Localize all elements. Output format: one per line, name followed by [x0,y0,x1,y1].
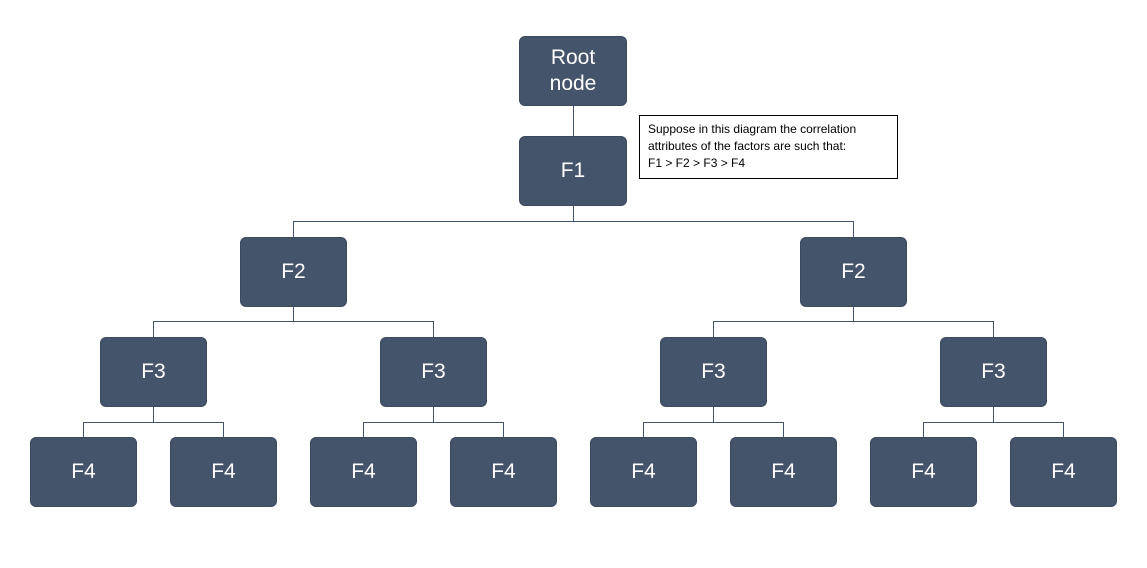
node-f3-1: F3 [100,337,207,407]
note-line-2: attributes of the factors are such that: [648,139,847,153]
node-f4-label: F4 [631,460,656,483]
node-f4-label: F4 [71,460,96,483]
node-f2-label: F2 [841,260,866,283]
note-line-1: Suppose in this diagram the correlation [648,122,857,136]
node-f3-label: F3 [701,360,726,383]
node-f4-2: F4 [170,437,277,507]
node-f4-label: F4 [351,460,376,483]
node-f4-4: F4 [450,437,557,507]
node-f4-label: F4 [771,460,796,483]
node-f4-8: F4 [1010,437,1117,507]
root-node: Root node [519,36,627,106]
node-f4-label: F4 [491,460,516,483]
node-f2-left: F2 [240,237,347,307]
node-f2-label: F2 [281,260,306,283]
node-f3-4: F3 [940,337,1047,407]
note-line-3: F1 > F2 > F3 > F4 [648,156,746,170]
node-f4-5: F4 [590,437,697,507]
node-f4-3: F4 [310,437,417,507]
node-f2-right: F2 [800,237,907,307]
node-f1: F1 [519,136,627,206]
node-f4-7: F4 [870,437,977,507]
root-node-label-line-2: node [549,72,597,95]
node-f3-3: F3 [660,337,767,407]
node-f4-label: F4 [911,460,936,483]
node-f4-1: F4 [30,437,137,507]
node-f1-label: F1 [560,159,586,182]
node-f4-6: F4 [730,437,837,507]
node-f4-label: F4 [211,460,236,483]
node-f3-label: F3 [981,360,1006,383]
root-node-label-line-1: Root [550,46,596,69]
annotation-note: Suppose in this diagram the correlation … [639,115,898,179]
node-f3-label: F3 [421,360,446,383]
node-f3-2: F3 [380,337,487,407]
node-f3-label: F3 [141,360,166,383]
node-f4-label: F4 [1051,460,1076,483]
